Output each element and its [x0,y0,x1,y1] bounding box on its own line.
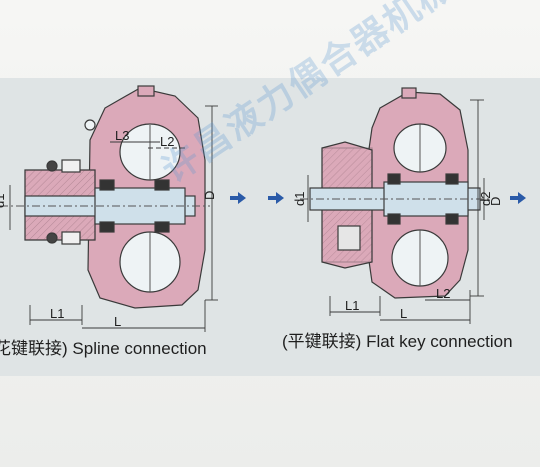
left-bearing-top [99,179,115,191]
left-bolt-bottom [61,231,81,245]
left-label-L2: L2 [160,134,174,149]
left-caption-en: Spline connection [72,339,207,358]
left-coupling [0,85,218,332]
left-label-d1: d1 [0,194,7,208]
right-caption: (平键联接) Flat key connection [282,327,513,352]
right-label-L1: L1 [345,298,359,313]
right-bearing-bottom [387,213,401,225]
right-label-d1: d1 [292,192,307,206]
right-caption-en: Flat key connection [366,332,513,351]
left-label-L1: L1 [50,306,64,321]
left-label-L: L [114,314,121,329]
right-coupling [300,87,490,324]
left-label-D: D [202,191,217,200]
right-label-D: D [488,197,503,206]
right-caption-cn: (平键联接) [282,332,362,351]
right-label-L2: L2 [436,286,450,301]
left-arrow [230,192,246,204]
left-caption-cn: 花键联接) [0,339,68,358]
right-label-L: L [400,306,407,321]
right-arrow-in [268,192,284,204]
left-bolt-top [61,159,81,173]
right-bearing-top [387,173,401,185]
left-bearing-bottom [99,221,115,233]
left-label-L3: L3 [115,128,129,143]
right-label-d2: d2 [478,192,493,206]
left-caption: 花键联接) Spline connection [0,334,207,359]
right-arrow-out [510,192,526,204]
